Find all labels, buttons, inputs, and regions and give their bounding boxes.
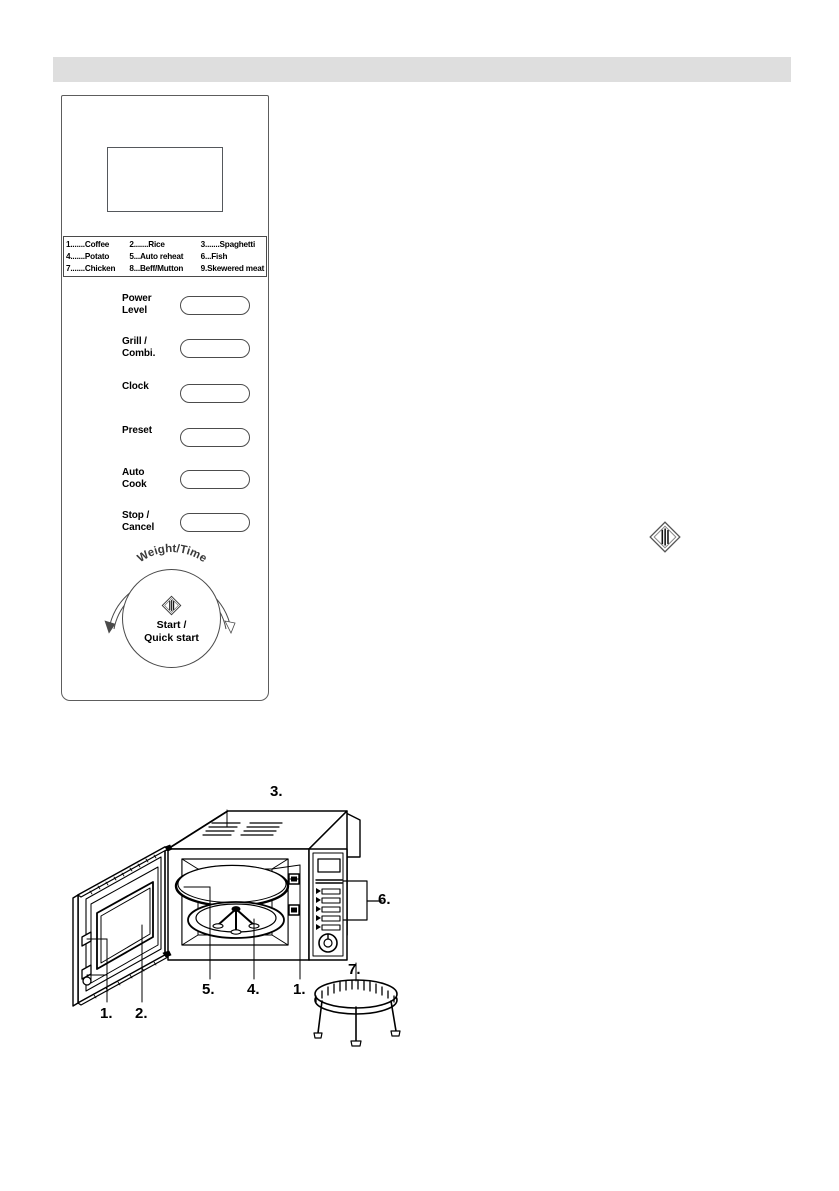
preset-label: Preset [122, 425, 152, 436]
menu-row: 1.......Coffee 2.......Rice 3.......Spag… [66, 239, 266, 251]
grill-combi-label: Grill / Combi. [122, 336, 156, 359]
auto-cook-label: Auto Cook [122, 467, 147, 490]
microwave-appliance-diagram: 3. 6. 7. 5. 4. 1. 1. 2. [60, 783, 430, 1060]
clock-button[interactable] [180, 384, 250, 403]
svg-text:Weight/Time: Weight/Time [135, 543, 208, 565]
appliance-line-drawing [72, 809, 401, 1047]
auto-cook-menu-list: 1.......Coffee 2.......Rice 3.......Spag… [63, 236, 267, 277]
weight-time-dial[interactable] [122, 569, 221, 668]
clock-label: Clock [122, 381, 149, 392]
callout-1-door-hook-left: 1. [100, 1005, 113, 1022]
power-level-button[interactable] [180, 296, 250, 315]
callout-5-turntable: 5. [202, 981, 215, 998]
menu-item-6: 6...Fish [200, 252, 228, 261]
start-quick-start-label: Start / Quick start [144, 619, 199, 644]
callout-4-roller-ring: 4. [247, 981, 260, 998]
button-row-grill-combi: Grill / Combi. [122, 336, 267, 366]
callout-1-door-latch-right: 1. [293, 981, 306, 998]
menu-item-9: 9.Skewered meat [200, 264, 265, 273]
diamond-start-icon [649, 521, 681, 553]
callout-2-door-window: 2. [135, 1005, 148, 1022]
auto-cook-button[interactable] [180, 470, 250, 489]
microwave-control-panel: 1.......Coffee 2.......Rice 3.......Spag… [61, 95, 269, 701]
stop-cancel-label: Stop / Cancel [122, 510, 155, 533]
callout-3-top-vents: 3. [270, 783, 283, 800]
menu-item-4: 4.......Potato [66, 252, 110, 261]
button-row-auto-cook: Auto Cook [122, 467, 267, 497]
menu-item-2: 2.......Rice [129, 240, 165, 249]
button-row-clock: Clock [122, 381, 267, 411]
button-row-stop-cancel: Stop / Cancel [122, 510, 267, 540]
menu-item-1: 1.......Coffee [66, 240, 110, 249]
header-band [53, 57, 791, 82]
button-row-preset: Preset [122, 425, 267, 455]
weight-time-dial-group: Weight/Time Start / Quick start [99, 541, 244, 671]
stop-cancel-button[interactable] [180, 513, 250, 532]
button-row-power-level: Power Level [122, 293, 267, 323]
menu-item-7: 7.......Chicken [66, 264, 116, 273]
callout-7-grill-rack: 7. [348, 961, 361, 978]
preset-button[interactable] [180, 428, 250, 447]
menu-row: 4.......Potato 5...Auto reheat 6...Fish [66, 251, 266, 263]
grill-combi-button[interactable] [180, 339, 250, 358]
callout-6-control-panel: 6. [378, 891, 391, 908]
menu-item-5: 5...Auto reheat [129, 252, 184, 261]
display-window [107, 147, 223, 212]
power-level-label: Power Level [122, 293, 152, 316]
menu-item-3: 3.......Spaghetti [200, 240, 256, 249]
menu-row: 7.......Chicken 8...Beff/Mutton 9.Skewer… [66, 263, 266, 275]
diamond-start-icon [161, 595, 182, 616]
menu-item-8: 8...Beff/Mutton [129, 264, 184, 273]
